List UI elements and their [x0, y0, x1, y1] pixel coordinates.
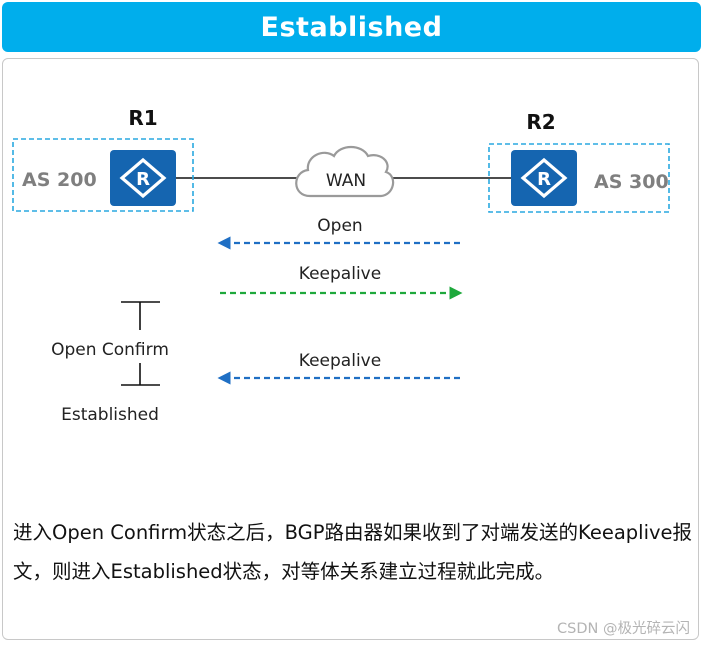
- as-200-box: [12, 138, 194, 212]
- state-established: Established: [61, 405, 159, 425]
- as-300-label: AS 300: [594, 171, 669, 193]
- router-icon: R: [511, 150, 577, 206]
- title-banner: Established: [2, 2, 701, 52]
- as-200-label: AS 200: [22, 169, 97, 191]
- description-text: 进入Open Confirm状态之后，BGP路由器如果收到了对端发送的Keeap…: [13, 521, 693, 583]
- state-timeline: Open Confirm Established: [51, 301, 169, 425]
- svg-text:R: R: [537, 169, 551, 190]
- page-title: Established: [260, 11, 443, 43]
- message-label: Open: [317, 216, 362, 236]
- wan-label: WAN: [326, 171, 366, 191]
- router-icon: R: [110, 150, 176, 206]
- message-label: Keepalive: [299, 351, 381, 371]
- router-r1: R1 AS 200 R: [12, 106, 194, 212]
- router-r2: R2 AS 300 R: [488, 110, 670, 213]
- r1-label: R1: [128, 106, 157, 130]
- message-label: Keepalive: [299, 264, 381, 284]
- message-keepalive-in: Keepalive: [217, 351, 460, 385]
- watermark: CSDN @极光碎云闪: [557, 621, 690, 637]
- as-300-box: [488, 143, 670, 213]
- r2-label: R2: [526, 110, 555, 134]
- message-keepalive-out: Keepalive: [220, 264, 463, 300]
- svg-text:R: R: [136, 169, 150, 190]
- message-open: Open: [217, 216, 460, 250]
- wan-cloud-icon: WAN: [295, 145, 395, 198]
- state-open-confirm: Open Confirm: [51, 340, 169, 360]
